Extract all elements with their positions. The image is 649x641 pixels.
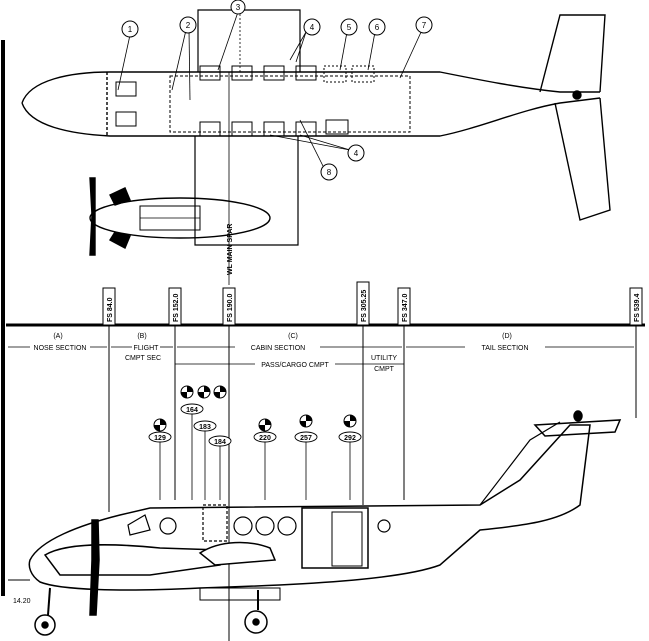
svg-text:FS 347.0: FS 347.0	[402, 293, 409, 322]
top-tail-hub	[572, 90, 582, 100]
reference-label: 14.20	[13, 598, 31, 605]
section-labels: (A) NOSE SECTION (B) FLIGHT CMPT SEC (C)…	[34, 333, 529, 373]
svg-text:TAIL SECTION: TAIL SECTION	[481, 345, 528, 352]
side-propeller	[89, 519, 100, 616]
station-fs152: FS 152.0	[168, 287, 182, 500]
station-fs305: FS 305.25	[356, 281, 370, 505]
svg-text:FS 539.4: FS 539.4	[634, 293, 641, 322]
svg-text:2: 2	[186, 21, 191, 30]
side-horizontal-stab	[533, 419, 622, 437]
station-fs84: FS 84.0	[102, 287, 116, 512]
side-nacelle	[43, 543, 221, 576]
svg-text:(B): (B)	[137, 333, 146, 340]
top-propeller	[89, 177, 96, 256]
side-windows	[127, 504, 391, 542]
svg-text:8: 8	[327, 168, 332, 177]
section-dimensions	[8, 346, 634, 365]
top-wing-upper	[197, 9, 301, 72]
top-wing-lower	[194, 136, 299, 246]
station-markers: FS 84.0 FS 152.0 FS 190.0 FS 305.25 FS 3…	[102, 281, 643, 641]
svg-text:FS 84.0: FS 84.0	[107, 297, 114, 322]
svg-text:3: 3	[236, 3, 241, 12]
svg-text:FS 190.0: FS 190.0	[227, 293, 234, 322]
svg-text:FS 305.25: FS 305.25	[361, 290, 368, 322]
side-fuselage	[28, 424, 591, 591]
callout-4-lower: 4	[347, 144, 365, 162]
svg-text:1: 1	[128, 25, 133, 34]
svg-text:183: 183	[199, 424, 211, 431]
callout-8: 8	[320, 163, 338, 181]
top-nacelle	[89, 197, 271, 239]
callout-4-top: 4	[303, 18, 321, 36]
svg-text:CMPT: CMPT	[374, 366, 395, 373]
top-horizontal-stab	[554, 97, 611, 221]
cg-labels	[148, 403, 362, 447]
svg-text:FLIGHT: FLIGHT	[134, 345, 160, 352]
svg-text:PASS/CARGO CMPT: PASS/CARGO CMPT	[261, 362, 329, 369]
svg-text:257: 257	[300, 435, 312, 442]
top-fuselage	[21, 71, 601, 137]
callout-2: 2	[179, 16, 197, 34]
svg-text:164: 164	[186, 407, 198, 414]
svg-text:4: 4	[310, 23, 315, 32]
svg-text:(A): (A)	[53, 333, 62, 340]
svg-text:6: 6	[375, 23, 380, 32]
svg-text:CABIN SECTION: CABIN SECTION	[251, 345, 305, 352]
callout-7: 7	[415, 16, 433, 34]
callout-1: 1	[121, 20, 139, 38]
station-fs347: FS 347.0	[397, 287, 411, 500]
callout-leaders	[117, 11, 423, 171]
callouts: 1 2 3 4 5 6 7 4 8	[121, 0, 433, 181]
callout-5: 5	[340, 18, 358, 36]
top-cabin-outline	[169, 75, 411, 133]
cg-label-text: 164 183 184 129 220 257 292	[154, 407, 356, 446]
svg-text:129: 129	[154, 435, 166, 442]
side-cargo-door	[301, 507, 369, 569]
top-vertical-tail	[539, 14, 606, 93]
svg-text:184: 184	[214, 439, 226, 446]
svg-text:UTILITY: UTILITY	[371, 355, 397, 362]
main-wheel	[244, 610, 268, 634]
side-view	[28, 410, 622, 636]
top-view	[21, 9, 611, 256]
svg-text:FS 152.0: FS 152.0	[173, 293, 180, 322]
main-spar-label: WL MAIN SPAR	[227, 224, 234, 275]
callout-6: 6	[368, 18, 386, 36]
svg-text:4: 4	[354, 149, 359, 158]
svg-text:CMPT SEC: CMPT SEC	[125, 355, 161, 362]
svg-text:7: 7	[422, 21, 427, 30]
svg-text:(C): (C)	[288, 333, 298, 340]
svg-text:NOSE SECTION: NOSE SECTION	[34, 345, 87, 352]
svg-text:5: 5	[347, 23, 352, 32]
svg-text:(D): (D)	[502, 333, 512, 340]
svg-text:292: 292	[344, 435, 356, 442]
station-fs539: FS 539.4	[629, 287, 643, 418]
svg-text:220: 220	[259, 435, 271, 442]
callout-3: 3	[230, 0, 246, 15]
cg-leaders	[159, 414, 351, 500]
nose-wheel	[34, 614, 56, 636]
